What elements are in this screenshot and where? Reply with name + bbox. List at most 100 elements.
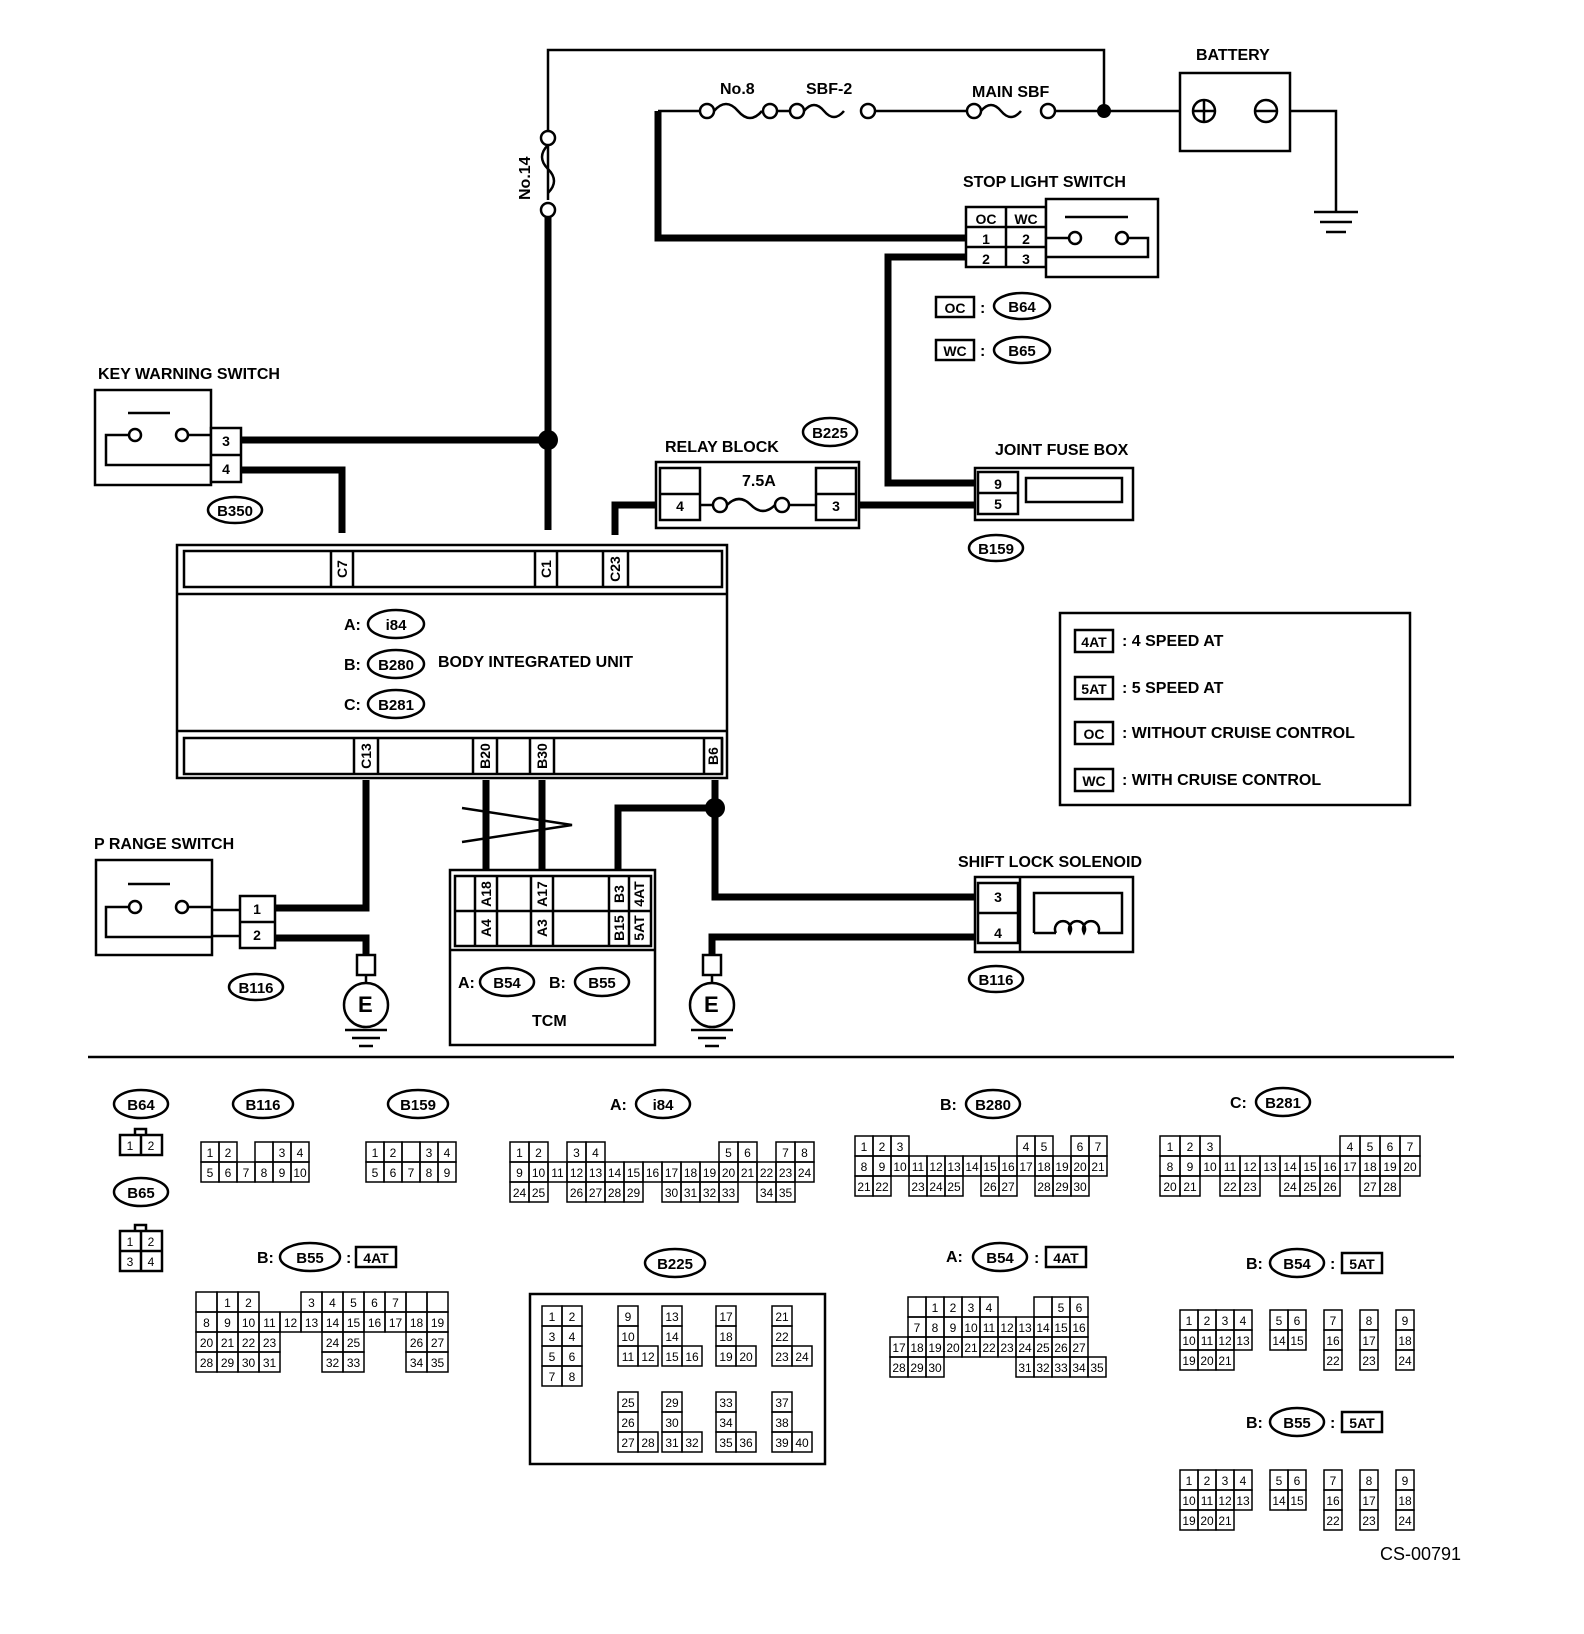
svg-text:27: 27 xyxy=(431,1336,445,1350)
svg-text:11: 11 xyxy=(912,1160,925,1174)
svg-text:9: 9 xyxy=(279,1166,286,1180)
svg-text:B55: B55 xyxy=(296,1250,324,1267)
svg-text:4: 4 xyxy=(569,1330,576,1344)
svg-text:20: 20 xyxy=(200,1336,214,1350)
svg-text:4: 4 xyxy=(676,498,684,514)
svg-text:11: 11 xyxy=(1201,1494,1214,1508)
svg-text:B55: B55 xyxy=(588,975,616,992)
svg-text:A4: A4 xyxy=(478,919,494,937)
svg-text:29: 29 xyxy=(1055,1180,1069,1194)
svg-text:WC: WC xyxy=(1014,211,1037,227)
svg-text:25: 25 xyxy=(1303,1180,1317,1194)
svg-text:26: 26 xyxy=(621,1416,635,1430)
svg-text:11: 11 xyxy=(983,1321,996,1335)
svg-text:6: 6 xyxy=(1294,1474,1301,1488)
svg-text:24: 24 xyxy=(798,1166,812,1180)
svg-text:WC: WC xyxy=(943,343,966,359)
svg-text:4: 4 xyxy=(222,461,230,477)
svg-text:19: 19 xyxy=(719,1350,733,1364)
svg-text:9: 9 xyxy=(516,1166,523,1180)
svg-text:1: 1 xyxy=(127,1235,134,1249)
svg-text:21: 21 xyxy=(857,1180,871,1194)
svg-text:23: 23 xyxy=(1000,1341,1014,1355)
svg-text:28: 28 xyxy=(1383,1180,1397,1194)
svg-text:21: 21 xyxy=(1218,1514,1232,1528)
svg-text:17: 17 xyxy=(892,1341,906,1355)
svg-text:1: 1 xyxy=(1167,1140,1174,1154)
svg-text:C13: C13 xyxy=(358,743,374,769)
svg-text:A:: A: xyxy=(458,975,475,992)
svg-text:2: 2 xyxy=(569,1310,576,1324)
svg-text:24: 24 xyxy=(1398,1354,1412,1368)
svg-text:16: 16 xyxy=(1001,1160,1015,1174)
svg-text:11: 11 xyxy=(1201,1334,1214,1348)
svg-text:1: 1 xyxy=(982,231,990,247)
svg-text:1: 1 xyxy=(127,1139,134,1153)
svg-text:4: 4 xyxy=(592,1146,599,1160)
svg-text:9: 9 xyxy=(879,1160,886,1174)
svg-text:17: 17 xyxy=(1362,1334,1376,1348)
svg-text:22: 22 xyxy=(875,1180,889,1194)
svg-text:32: 32 xyxy=(326,1356,340,1370)
svg-text:A17: A17 xyxy=(534,881,550,907)
svg-text:20: 20 xyxy=(1163,1180,1177,1194)
svg-text:40: 40 xyxy=(795,1436,809,1450)
svg-text:B350: B350 xyxy=(217,503,253,520)
svg-text:2: 2 xyxy=(1204,1314,1211,1328)
svg-text:9: 9 xyxy=(1402,1314,1409,1328)
svg-text:20: 20 xyxy=(1200,1354,1214,1368)
svg-text:2: 2 xyxy=(245,1296,252,1310)
svg-text:B280: B280 xyxy=(975,1097,1011,1114)
svg-text:2: 2 xyxy=(253,927,261,943)
svg-text:3: 3 xyxy=(279,1146,286,1160)
svg-text:C7: C7 xyxy=(334,560,350,578)
svg-text:BATTERY: BATTERY xyxy=(1196,47,1270,64)
svg-text:6: 6 xyxy=(1387,1140,1394,1154)
svg-text::: : xyxy=(1330,1256,1335,1273)
svg-text:OC: OC xyxy=(1084,726,1105,742)
svg-text:8: 8 xyxy=(426,1166,433,1180)
svg-text:6: 6 xyxy=(569,1350,576,1364)
svg-text:6: 6 xyxy=(744,1146,751,1160)
svg-text:9: 9 xyxy=(1402,1474,1409,1488)
svg-text:6: 6 xyxy=(1076,1301,1083,1315)
svg-text:1: 1 xyxy=(1186,1314,1193,1328)
svg-text:25: 25 xyxy=(347,1336,361,1350)
svg-text:4AT: 4AT xyxy=(1081,634,1107,650)
svg-text:33: 33 xyxy=(347,1356,361,1370)
svg-text:23: 23 xyxy=(263,1336,277,1350)
svg-text:14: 14 xyxy=(665,1330,679,1344)
svg-text:A:: A: xyxy=(610,1097,627,1114)
svg-text:B3: B3 xyxy=(611,885,627,903)
svg-text:3: 3 xyxy=(1022,251,1030,267)
svg-text:5: 5 xyxy=(1276,1314,1283,1328)
svg-text:13: 13 xyxy=(1263,1160,1277,1174)
svg-text:B55: B55 xyxy=(1283,1415,1311,1432)
svg-text:14: 14 xyxy=(1283,1160,1297,1174)
svg-text:11: 11 xyxy=(1224,1160,1237,1174)
svg-text:1: 1 xyxy=(253,901,261,917)
svg-text:5AT: 5AT xyxy=(1349,1256,1375,1272)
svg-text:4AT: 4AT xyxy=(631,881,647,907)
relay-block: RELAY BLOCK B225 4 3 7.5A xyxy=(654,416,861,530)
battery: BATTERY xyxy=(1178,47,1292,153)
svg-text:B20: B20 xyxy=(477,743,493,769)
svg-text:C:: C: xyxy=(344,697,361,714)
svg-text:8: 8 xyxy=(1366,1474,1373,1488)
svg-text:22: 22 xyxy=(242,1336,256,1350)
svg-text:B64: B64 xyxy=(127,1097,155,1114)
svg-text:32: 32 xyxy=(1036,1361,1050,1375)
svg-text:2: 2 xyxy=(148,1235,155,1249)
svg-text:4AT: 4AT xyxy=(1053,1250,1079,1266)
svg-text:6: 6 xyxy=(225,1166,232,1180)
svg-text:9: 9 xyxy=(224,1316,231,1330)
legend: 4AT : 4 SPEED AT 5AT : 5 SPEED AT OC : W… xyxy=(1058,611,1412,807)
svg-text:7: 7 xyxy=(1095,1140,1102,1154)
svg-text:10: 10 xyxy=(293,1166,307,1180)
svg-text:SBF-2: SBF-2 xyxy=(806,81,852,98)
svg-text:2: 2 xyxy=(982,251,990,267)
svg-text:19: 19 xyxy=(431,1316,445,1330)
